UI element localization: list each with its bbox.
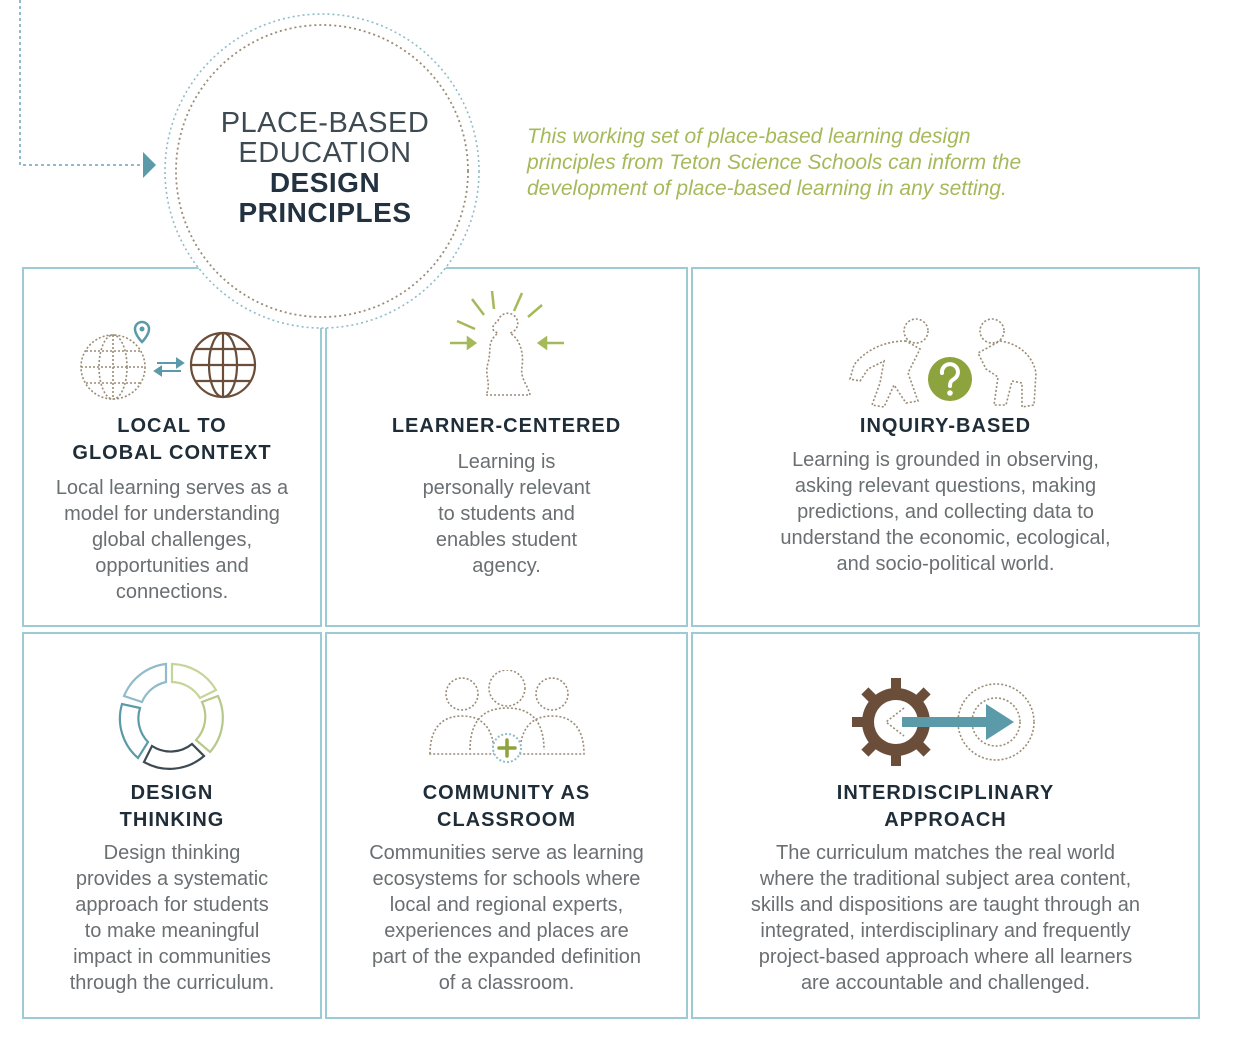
page-title: PLACE-BASED EDUCATION DESIGN PRINCIPLES: [220, 107, 430, 228]
inquiry-question-icon: [693, 313, 1198, 413]
title-badge-circle: [164, 13, 480, 329]
community-people-icon: [327, 670, 686, 770]
card-title: LEARNER-CENTERED: [391, 415, 622, 437]
intro-text: This working set of place-based learning…: [527, 125, 1022, 200]
connector-arrow: [19, 0, 156, 178]
card-inquiry-based: INQUIRY-BASED Learning is grounded in ob…: [691, 267, 1200, 627]
learner-focus-icon: [327, 287, 686, 405]
gear-arrow-icon: [693, 672, 1198, 772]
card-title: INQUIRY-BASED: [859, 415, 1032, 437]
design-cycle-icon: [24, 656, 320, 776]
card-body: Learning is grounded in observing,asking…: [780, 449, 1111, 575]
globe-location-icon: [24, 319, 320, 409]
